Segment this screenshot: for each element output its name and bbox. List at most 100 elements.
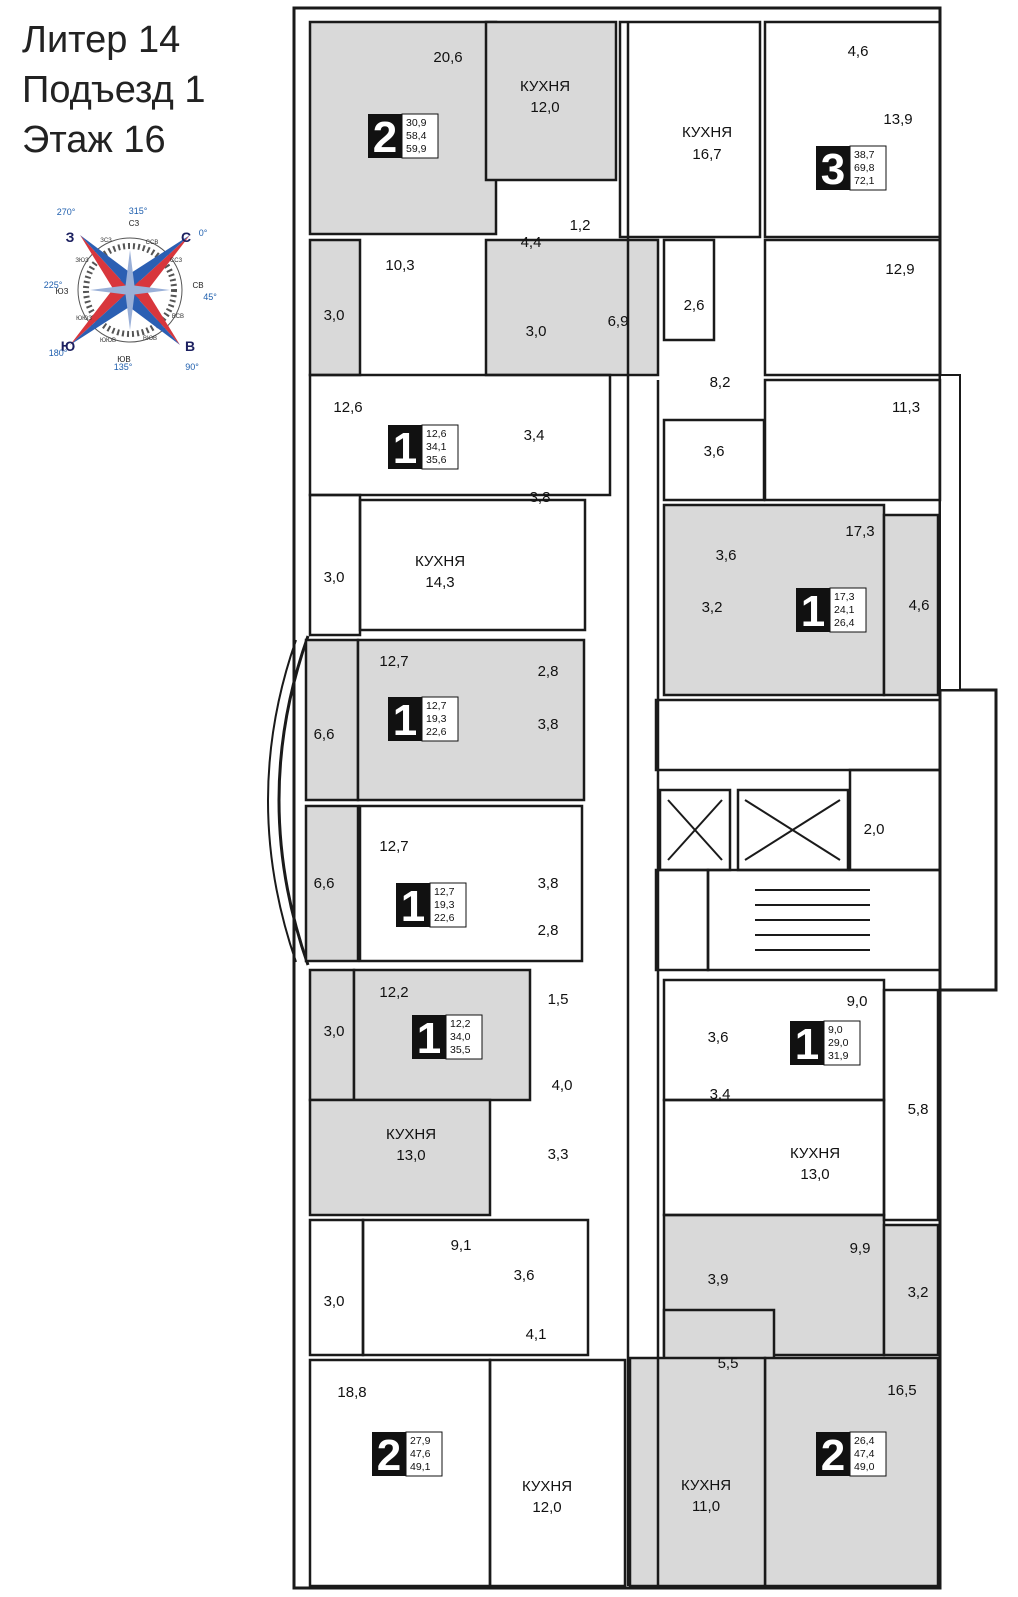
badge-frame (445, 1014, 483, 1060)
compass-deg-90: 90° (185, 362, 199, 372)
compass-deg-180: 180° (49, 348, 68, 358)
room-area: 3,8 (530, 489, 551, 506)
room-area: 4,0 (552, 1077, 573, 1094)
elevator-shafts (667, 799, 870, 951)
compass-icon: С В Ю З 0° 45° 90° 135° 180° 225° 270° 3… (44, 206, 218, 372)
room-area: 3,8 (538, 875, 559, 892)
room-area: 3,4 (710, 1086, 731, 1103)
badge-box (368, 114, 402, 158)
room-area: 1,2 (570, 217, 591, 234)
badge-box (372, 1432, 406, 1476)
badge-area: 19,3 (426, 713, 447, 725)
kitchen-area: 14,3 (425, 574, 454, 591)
compass-deg-315: 315° (129, 206, 148, 216)
compass-ne: СВ (192, 281, 203, 290)
room-area: 5,5 (718, 1355, 739, 1372)
badge-area: 49,1 (410, 1461, 431, 1473)
room-area: 3,0 (526, 323, 547, 340)
badge-area: 31,9 (828, 1050, 849, 1062)
room-area: 12,2 (379, 984, 408, 1001)
badge-frame (401, 113, 439, 159)
badge-area: 27,9 (410, 1435, 431, 1447)
room-area: 3,2 (908, 1284, 929, 1301)
badge-area: 72,1 (854, 175, 875, 187)
room-area: 11,3 (892, 399, 920, 416)
kitchen-title: КУХНЯ (386, 1126, 436, 1143)
kitchen-area: 12,0 (532, 1499, 561, 1516)
room-area: 18,8 (337, 1384, 366, 1401)
badge-area: 9,0 (828, 1024, 843, 1036)
room-area: 2,8 (538, 663, 559, 680)
kitchen-title: КУХНЯ (522, 1478, 572, 1495)
room-labels: 20,6 4,6 13,9 1,2 4,4 10,3 3,0 3,0 6,9 2… (314, 43, 930, 1401)
room-area: 9,9 (850, 1240, 871, 1257)
badge-area: 59,9 (406, 143, 427, 155)
compass-ring-6: ЗЮЗ (75, 258, 89, 264)
compass-ring-5: ЮЮЗ (76, 316, 92, 322)
room-area: 12,7 (379, 838, 408, 855)
badge-rooms: 1 (401, 882, 425, 931)
kitchen-title: КУХНЯ (520, 78, 570, 95)
badge-box (816, 146, 850, 190)
room-area: 13,9 (883, 111, 912, 128)
badge-rooms: 1 (801, 587, 825, 636)
compass-nw: СЗ (129, 219, 140, 228)
room-area: 2,8 (538, 922, 559, 939)
kitchen-area: 12,0 (530, 99, 559, 116)
compass-south: Ю (61, 338, 75, 354)
compass-ring-8: ССЗ (170, 258, 183, 264)
badge-area: 47,4 (854, 1448, 875, 1460)
badge-box (796, 588, 830, 632)
badge-frame (849, 1431, 887, 1477)
badge-area: 34,1 (426, 441, 447, 453)
compass-deg-270: 270° (57, 207, 76, 217)
badge-area: 49,0 (854, 1461, 875, 1473)
compass-ring-7: ЗСЗ (100, 238, 112, 244)
room-area: 3,6 (716, 547, 737, 564)
compass-east: В (185, 338, 195, 354)
compass-ring-1: ССВ (146, 240, 159, 246)
badge-area: 69,8 (854, 162, 875, 174)
badge-box (388, 425, 422, 469)
kitchen-area: 13,0 (800, 1166, 829, 1183)
room-area: 3,0 (324, 1023, 345, 1040)
badge-area: 35,6 (426, 454, 447, 466)
room-area: 3,0 (324, 307, 345, 324)
room-area: 16,5 (887, 1382, 916, 1399)
compass-deg-0: 0° (199, 228, 208, 238)
badge-frame (829, 587, 867, 633)
room-area: 6,6 (314, 726, 335, 743)
kitchen-area: 16,7 (692, 146, 721, 163)
room-area: 6,6 (314, 875, 335, 892)
kitchen-area: 13,0 (396, 1147, 425, 1164)
compass-deg-225: 225° (44, 280, 63, 290)
badge-frame (421, 696, 459, 742)
room-area: 12,7 (379, 653, 408, 670)
badge-frame (823, 1020, 861, 1066)
room-area: 2,6 (684, 297, 705, 314)
room-area: 3,3 (548, 1146, 569, 1163)
room-area: 5,8 (908, 1101, 929, 1118)
badge-box (396, 883, 430, 927)
kitchen-area: 11,0 (692, 1498, 720, 1515)
badge-rooms: 2 (373, 113, 397, 162)
floor-label: Этаж 16 (22, 119, 166, 161)
badge-rooms: 1 (393, 424, 417, 473)
room-area: 2,0 (864, 821, 885, 838)
badge-area: 22,6 (426, 726, 447, 738)
room-area: 6,9 (608, 313, 629, 330)
compass-deg-45: 45° (203, 292, 217, 302)
room-area: 4,6 (848, 43, 869, 60)
badge-area: 58,4 (406, 130, 427, 142)
badge-area: 34,0 (450, 1031, 471, 1043)
room-area: 4,4 (521, 234, 542, 251)
room-area: 8,2 (710, 374, 731, 391)
